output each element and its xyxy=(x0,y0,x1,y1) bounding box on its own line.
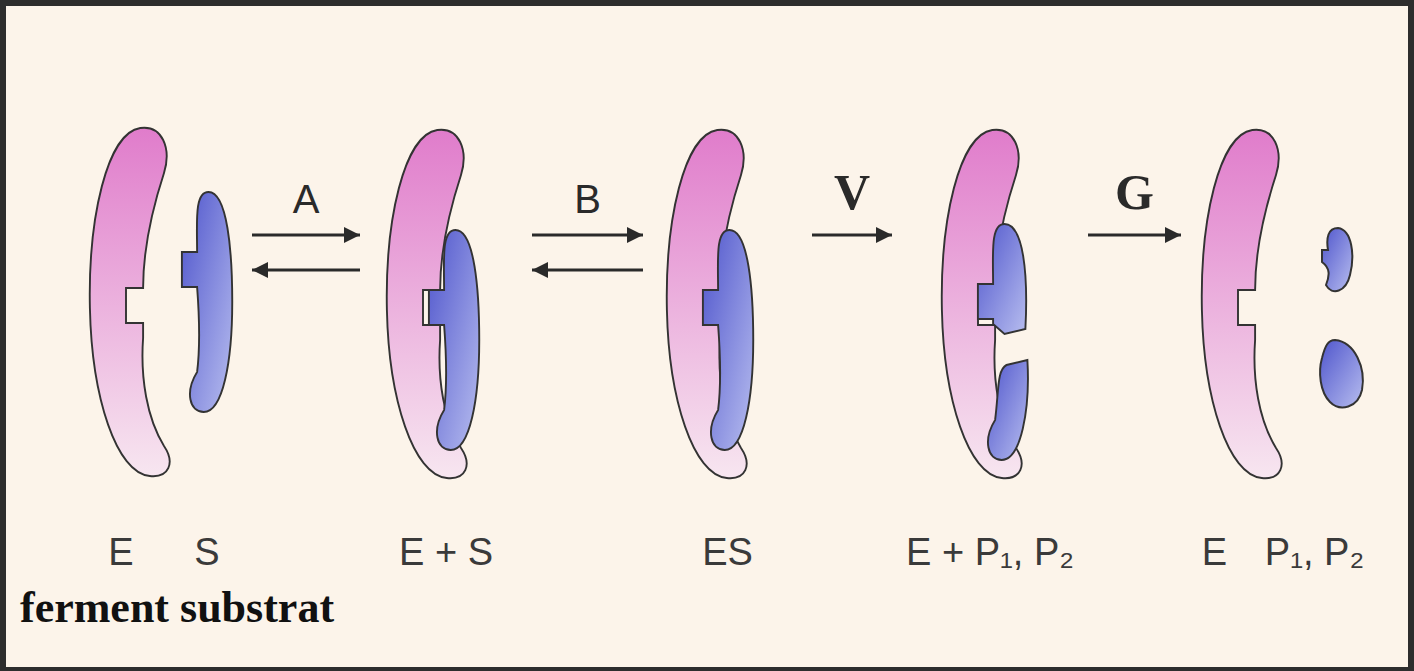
product-shape xyxy=(978,224,1026,334)
reaction-arrow xyxy=(812,235,892,236)
reaction-arrow xyxy=(252,235,360,270)
step-letter: G xyxy=(1115,165,1154,220)
caption-label: ferment substrat xyxy=(20,584,334,632)
arrow-line xyxy=(1088,234,1181,237)
reaction-arrow xyxy=(532,235,643,270)
step-letter: B xyxy=(574,177,601,221)
arrow-line xyxy=(532,269,643,272)
stage-label: E xyxy=(1202,531,1227,575)
label-row: E P₁, P₂ xyxy=(1183,531,1383,575)
label-row: E + P₁, P₂ xyxy=(894,531,1086,575)
product-shape xyxy=(988,360,1028,460)
product-shape xyxy=(1320,340,1363,407)
substrate-shape xyxy=(703,230,753,450)
step-letter: V xyxy=(834,165,870,220)
substrate-shape xyxy=(182,192,232,412)
stage-node: ES xyxy=(78,120,250,575)
enzyme-shape xyxy=(1202,130,1282,478)
reaction-arrow xyxy=(1088,235,1181,236)
substrate-shape xyxy=(429,230,479,450)
product-shape xyxy=(1322,228,1352,291)
arrow-line xyxy=(532,234,643,237)
label-row: E + S xyxy=(362,531,530,575)
label-row: ES xyxy=(645,531,810,575)
enzyme-shape xyxy=(90,128,170,476)
stage-label: ES xyxy=(702,531,753,575)
stage-node: ES xyxy=(645,120,810,575)
step-letter: A xyxy=(293,177,320,221)
stage-label: E xyxy=(108,531,133,575)
stage-node: E + P₁, P₂ xyxy=(894,120,1086,575)
stage-node: E + S xyxy=(362,120,530,575)
arrow-line xyxy=(252,269,360,272)
stage-label: E + P₁, P₂ xyxy=(906,531,1074,575)
label-row: ES xyxy=(78,531,250,575)
stage-label: S xyxy=(194,531,219,575)
stage-label: E + S xyxy=(399,531,493,575)
stage-label: P₁, P₂ xyxy=(1265,531,1364,575)
stage-node: E P₁, P₂ xyxy=(1183,120,1383,575)
arrow-line xyxy=(812,234,892,237)
arrow-line xyxy=(252,234,360,237)
